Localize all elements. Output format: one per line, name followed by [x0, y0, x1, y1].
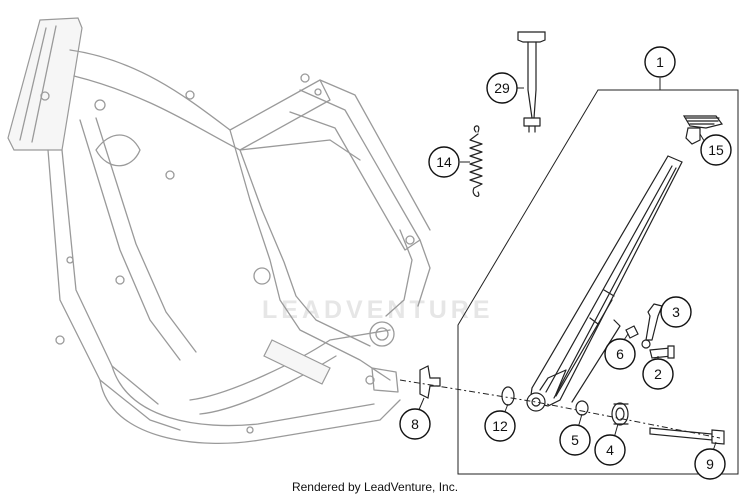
callout-6: 6 — [604, 338, 636, 370]
assembly-axis-line — [399, 379, 721, 439]
part-9-bolt — [649, 427, 725, 445]
part-5-washer — [575, 400, 589, 416]
callout-15: 15 — [700, 134, 732, 166]
callout-5: 5 — [559, 424, 591, 456]
callout-label: 6 — [616, 346, 624, 362]
callout-9: 9 — [694, 448, 726, 480]
assembly-box-outline — [457, 89, 739, 475]
callout-label: 1 — [656, 54, 664, 70]
callout-label: 8 — [411, 416, 419, 432]
callout-3: 3 — [660, 296, 692, 328]
part-1-side-stand — [526, 155, 683, 412]
callout-label: 4 — [606, 442, 614, 458]
callout-label: 15 — [708, 142, 724, 158]
callout-1: 1 — [644, 46, 676, 78]
part-29-tool — [517, 31, 546, 133]
render-credit-caption: Rendered by LeadVenture, Inc. — [291, 480, 459, 494]
part-2-bolt — [649, 345, 675, 359]
part-6-nut — [625, 325, 651, 349]
callout-4: 4 — [594, 434, 626, 466]
part-4-bushing — [611, 402, 629, 426]
leader-lines — [417, 78, 717, 455]
part-14-spring — [469, 125, 483, 197]
part-3-bracket — [645, 303, 663, 341]
callout-label: 3 — [672, 304, 680, 320]
callout-2: 2 — [642, 358, 674, 390]
callout-29: 29 — [486, 72, 518, 104]
callout-label: 5 — [571, 432, 579, 448]
part-8-pivot-plate — [419, 365, 441, 399]
part-15-rubber-pad — [682, 115, 724, 145]
callout-label: 14 — [436, 154, 452, 170]
callout-8: 8 — [399, 408, 431, 440]
motorcycle-frame-illustration — [7, 17, 431, 445]
callout-label: 12 — [492, 418, 508, 434]
callout-12: 12 — [484, 410, 516, 442]
callout-label: 29 — [494, 80, 510, 96]
part-12-washer — [501, 386, 515, 406]
callout-14: 14 — [428, 146, 460, 178]
callout-label: 9 — [706, 456, 714, 472]
callout-label: 2 — [654, 366, 662, 382]
